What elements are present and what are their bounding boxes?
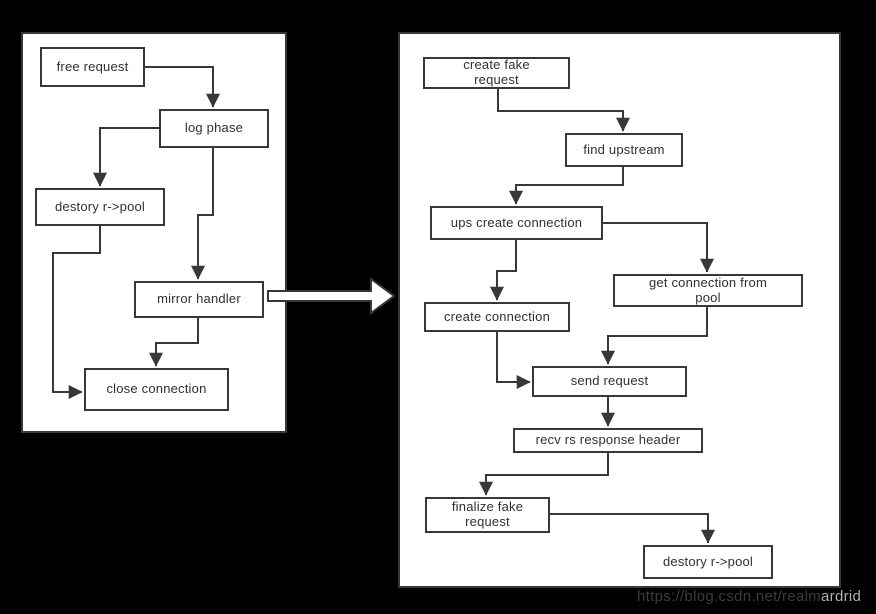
node-close-connection: close connection [84, 368, 229, 411]
node-send-request: send request [532, 366, 687, 397]
node-get-connection-from-pool: get connection from pool [613, 274, 803, 307]
node-destory-r-pool-left: destory r->pool [35, 188, 165, 226]
node-create-fake-request: create fake request [423, 57, 570, 89]
node-free-request: free request [40, 47, 145, 87]
node-find-upstream: find upstream [565, 133, 683, 167]
watermark: https://blog.csdn.net/realmardrid [637, 588, 862, 605]
node-log-phase: log phase [159, 109, 269, 148]
node-destory-r-pool-right: destory r->pool [643, 545, 773, 579]
node-recv-rs-response-header: recv rs response header [513, 428, 703, 453]
node-mirror-handler: mirror handler [134, 281, 264, 318]
node-finalize-fake-request: finalize fake request [425, 497, 550, 533]
node-ups-create-connection: ups create connection [430, 206, 603, 240]
node-create-connection: create connection [424, 302, 570, 332]
